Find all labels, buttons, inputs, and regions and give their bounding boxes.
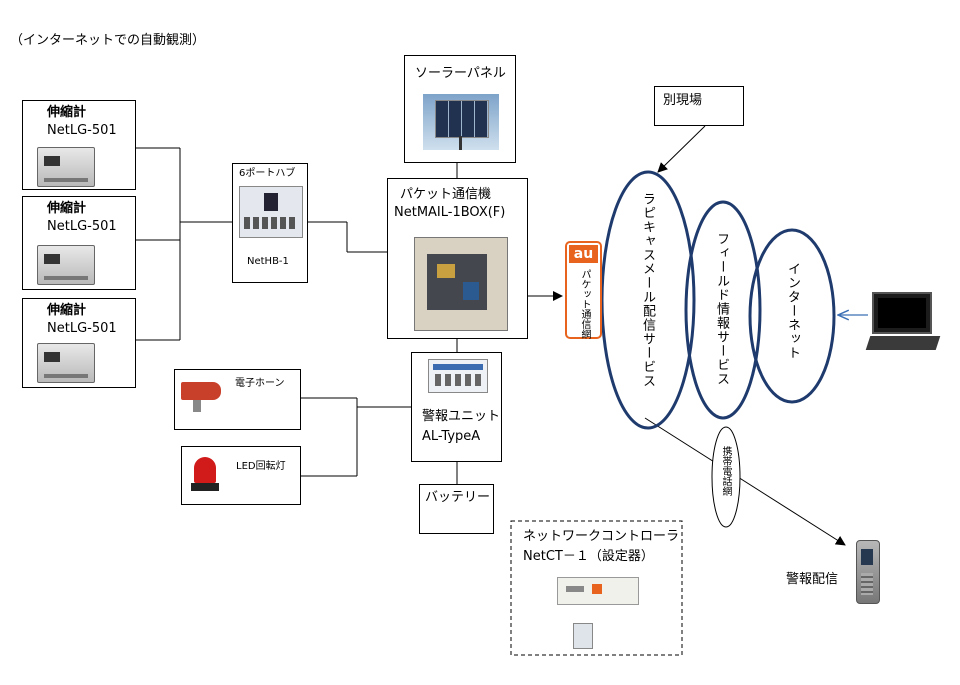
horn-stand-icon xyxy=(193,400,201,412)
hub-title: 6ポートハブ xyxy=(239,168,296,179)
hub-box: 6ポートハブ NetHB-1 xyxy=(232,163,308,283)
alarm-unit-box: 警報ユニット AL-TypeA xyxy=(411,352,502,462)
field-service-ellipse xyxy=(684,200,762,420)
extensometer-name: 伸縮計 xyxy=(47,105,87,120)
alarm-delivery-label: 警報配信 xyxy=(786,572,839,587)
alarm-unit-icon xyxy=(428,359,488,393)
alarm-unit-model: AL-TypeA xyxy=(422,429,481,444)
controller-frame xyxy=(510,520,683,656)
packet-network-label: パケット通信網 xyxy=(579,269,590,339)
controller-model: NetCT－１（設定器） xyxy=(523,549,654,564)
rapicas-service-label: ラピキャスメール配信サービス xyxy=(640,192,655,388)
led-box: LED回転灯 xyxy=(181,446,301,505)
extensometer-name: 伸縮計 xyxy=(47,201,87,216)
packet-device-icon xyxy=(414,237,508,331)
mobile-network-label: 携帯電話網 xyxy=(720,446,731,496)
led-label: LED回転灯 xyxy=(236,461,286,472)
internet-label: インターネット xyxy=(785,262,800,360)
extensometer-device-icon xyxy=(37,245,95,285)
page-title: （インターネットでの自動観測） xyxy=(10,33,206,48)
controller-title: ネットワークコントローラ xyxy=(523,529,680,544)
led-base-icon xyxy=(191,483,219,491)
laptop-icon xyxy=(865,292,941,358)
controller-block: ネットワークコントローラ NetCT－１（設定器） xyxy=(511,521,682,655)
alarm-unit-title: 警報ユニット xyxy=(422,409,501,424)
internet-ellipse xyxy=(748,228,836,404)
solar-panel-icon xyxy=(423,94,499,150)
extensometer-model: NetLG-501 xyxy=(47,219,117,234)
hub-model: NetHB-1 xyxy=(247,256,289,267)
extensometer-model: NetLG-501 xyxy=(47,321,117,336)
battery-label: バッテリー xyxy=(425,490,491,505)
led-light-icon xyxy=(194,457,216,483)
extensometer-box-2: 伸縮計 NetLG-501 xyxy=(22,196,136,290)
field-service-label: フィールド情報サービス xyxy=(714,232,729,386)
extensometer-model: NetLG-501 xyxy=(47,123,117,138)
extensometer-device-icon xyxy=(37,147,95,187)
other-site-box: 別現場 xyxy=(654,86,744,126)
packet-title: パケット通信機 xyxy=(400,187,492,202)
horn-label: 電子ホーン xyxy=(235,378,285,389)
hub-device-icon xyxy=(239,186,303,238)
mobile-phone-icon xyxy=(856,540,880,604)
extensometer-device-icon xyxy=(37,343,95,383)
other-site-label: 別現場 xyxy=(663,93,703,108)
extensometer-name: 伸縮計 xyxy=(47,303,87,318)
mobile-network-ellipse xyxy=(711,426,741,528)
horn-box: 電子ホーン xyxy=(174,369,301,430)
rapicas-ellipse xyxy=(600,170,696,430)
extensometer-box-1: 伸縮計 NetLG-501 xyxy=(22,100,136,190)
au-network-badge: au パケット通信網 xyxy=(565,241,602,339)
packet-communicator-box: パケット通信機 NetMAIL-1BOX(F) xyxy=(387,178,528,339)
solar-panel-box: ソーラーパネル xyxy=(404,55,516,163)
extensometer-box-3: 伸縮計 NetLG-501 xyxy=(22,298,136,388)
controller-device-icon xyxy=(557,577,639,605)
au-logo: au xyxy=(569,245,598,263)
controller-card-icon xyxy=(573,623,593,649)
solar-panel-label: ソーラーパネル xyxy=(415,66,506,81)
packet-model: NetMAIL-1BOX(F) xyxy=(394,205,506,220)
battery-box: バッテリー xyxy=(419,484,494,534)
horn-icon xyxy=(181,382,221,400)
